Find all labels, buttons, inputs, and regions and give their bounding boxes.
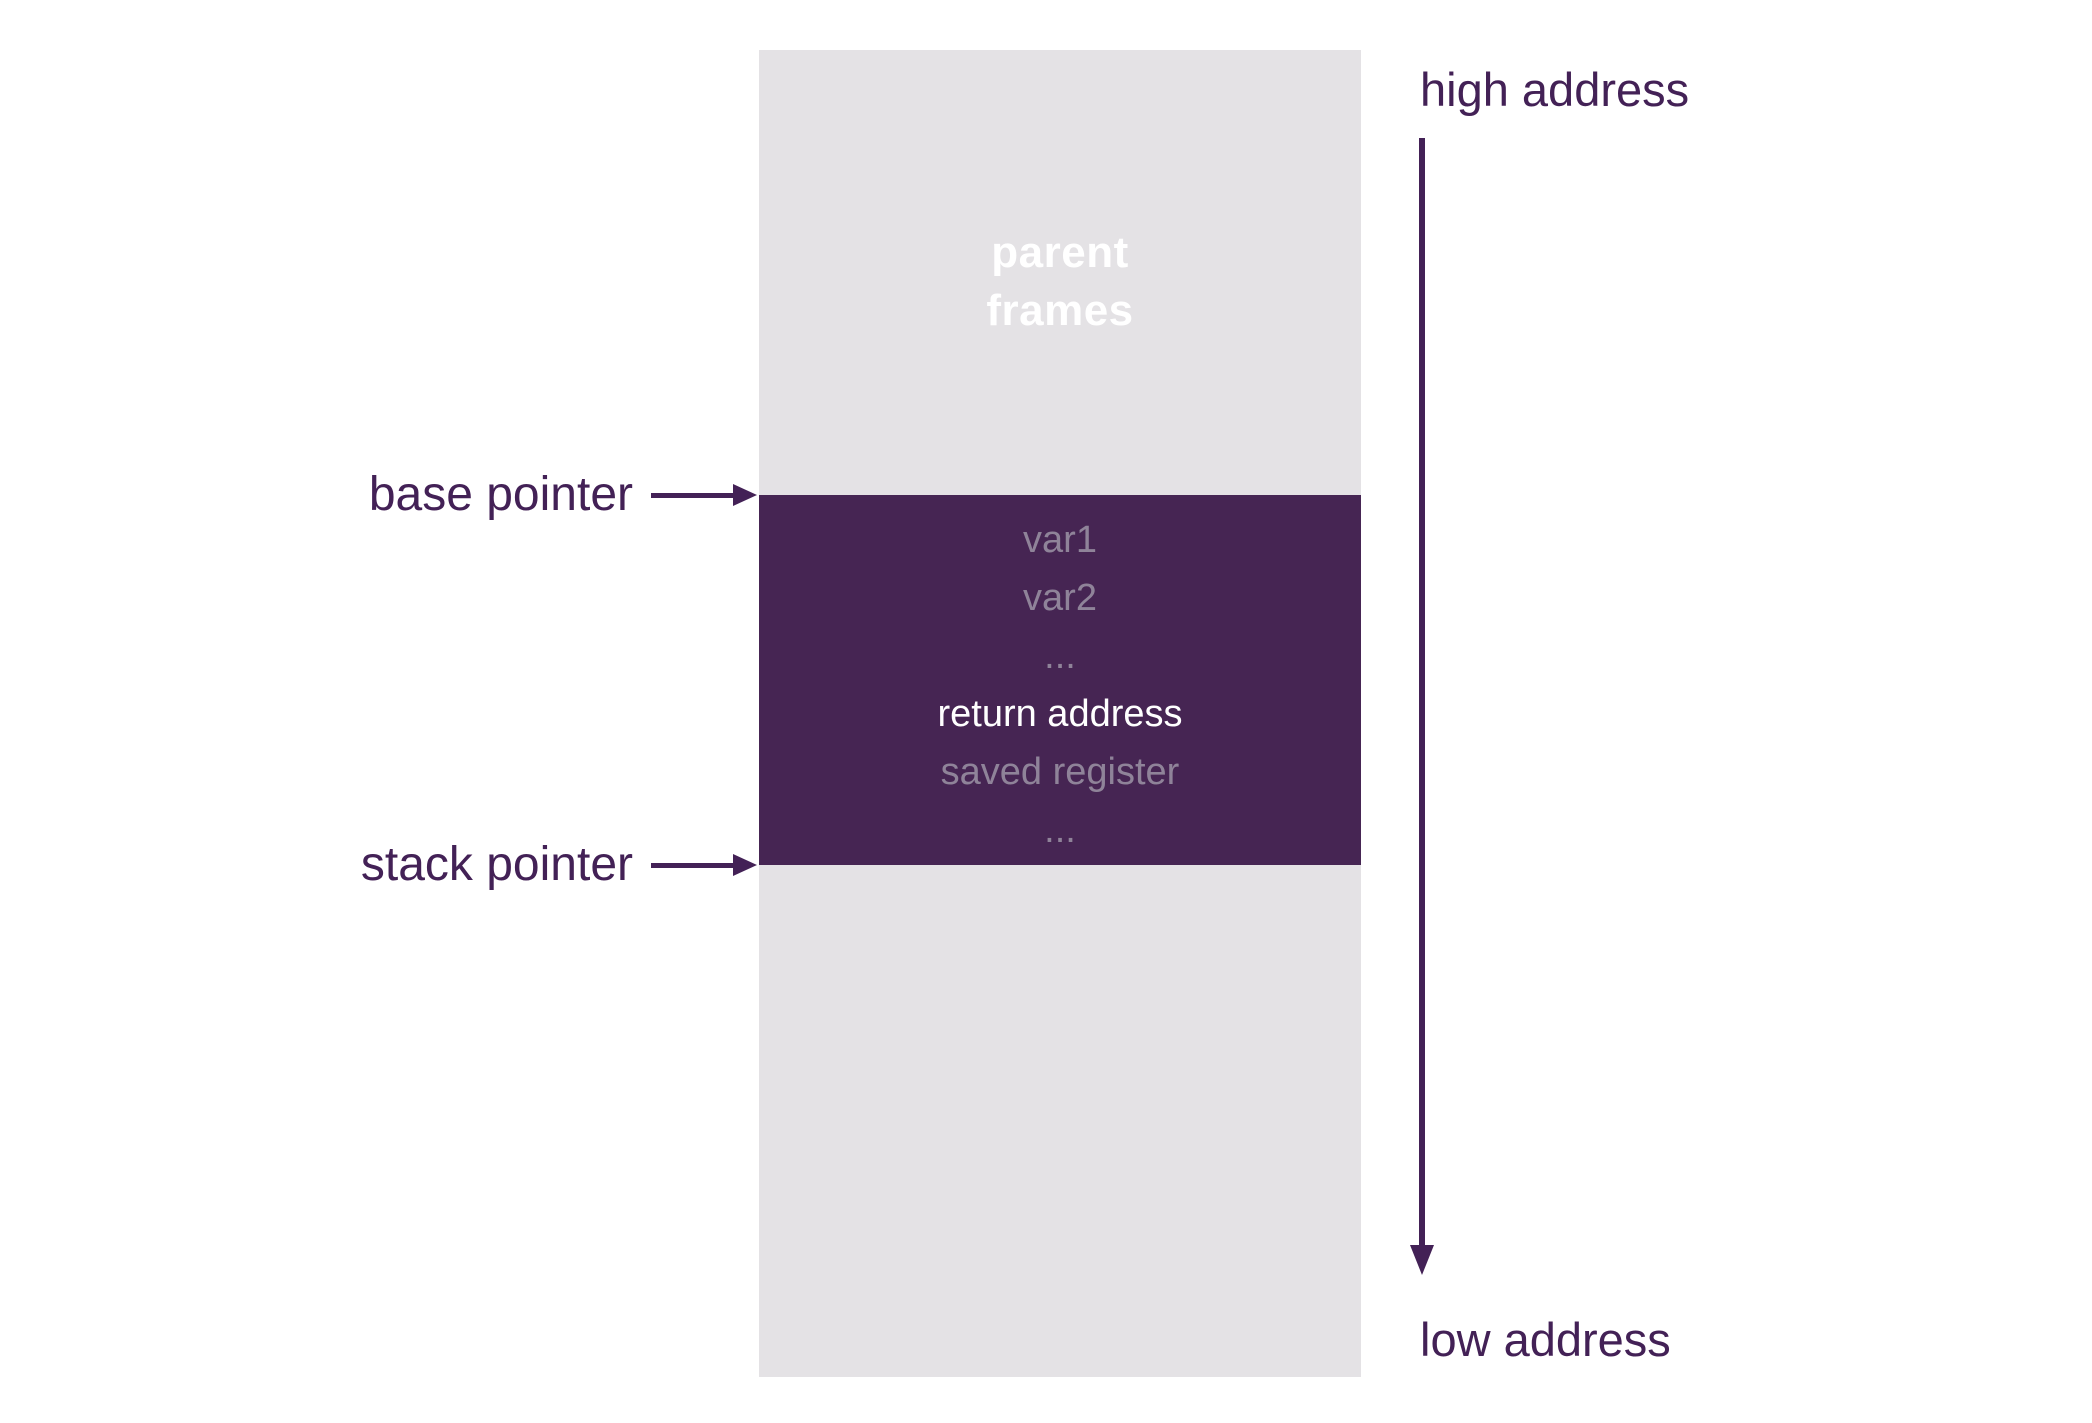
current-stack-frame: var1 var2 ... return address saved regis…: [759, 495, 1361, 865]
base-pointer-arrow-icon: [651, 484, 757, 506]
address-direction-arrow-head: [1410, 1245, 1434, 1275]
address-direction-arrow-line: [1419, 138, 1425, 1245]
address-direction-arrow-icon: [1410, 138, 1434, 1275]
base-pointer-arrow-head: [733, 484, 757, 506]
frame-line-var2: var2: [1023, 577, 1097, 619]
frame-line-saved-register: saved register: [940, 751, 1180, 793]
stack-pointer-arrow-head: [733, 854, 757, 876]
frame-line-var1: var1: [1023, 519, 1097, 561]
base-pointer-arrow-line: [651, 492, 733, 498]
frame-line-ellipsis-bottom: ...: [1044, 809, 1076, 851]
base-pointer-label: base pointer: [368, 468, 633, 521]
parent-frames-label: parent frames: [986, 228, 1134, 335]
low-address-label: low address: [1420, 1313, 1671, 1366]
frame-line-ellipsis-top: ...: [1044, 635, 1076, 677]
base-pointer-row: base pointer: [260, 465, 757, 525]
stack-pointer-arrow-line: [651, 862, 733, 868]
stack-pointer-arrow-icon: [651, 854, 757, 876]
frame-line-return-address: return address: [937, 693, 1183, 735]
high-address-label: high address: [1420, 63, 1690, 116]
stack-pointer-row: stack pointer: [260, 835, 757, 895]
stack-pointer-label: stack pointer: [360, 838, 633, 891]
